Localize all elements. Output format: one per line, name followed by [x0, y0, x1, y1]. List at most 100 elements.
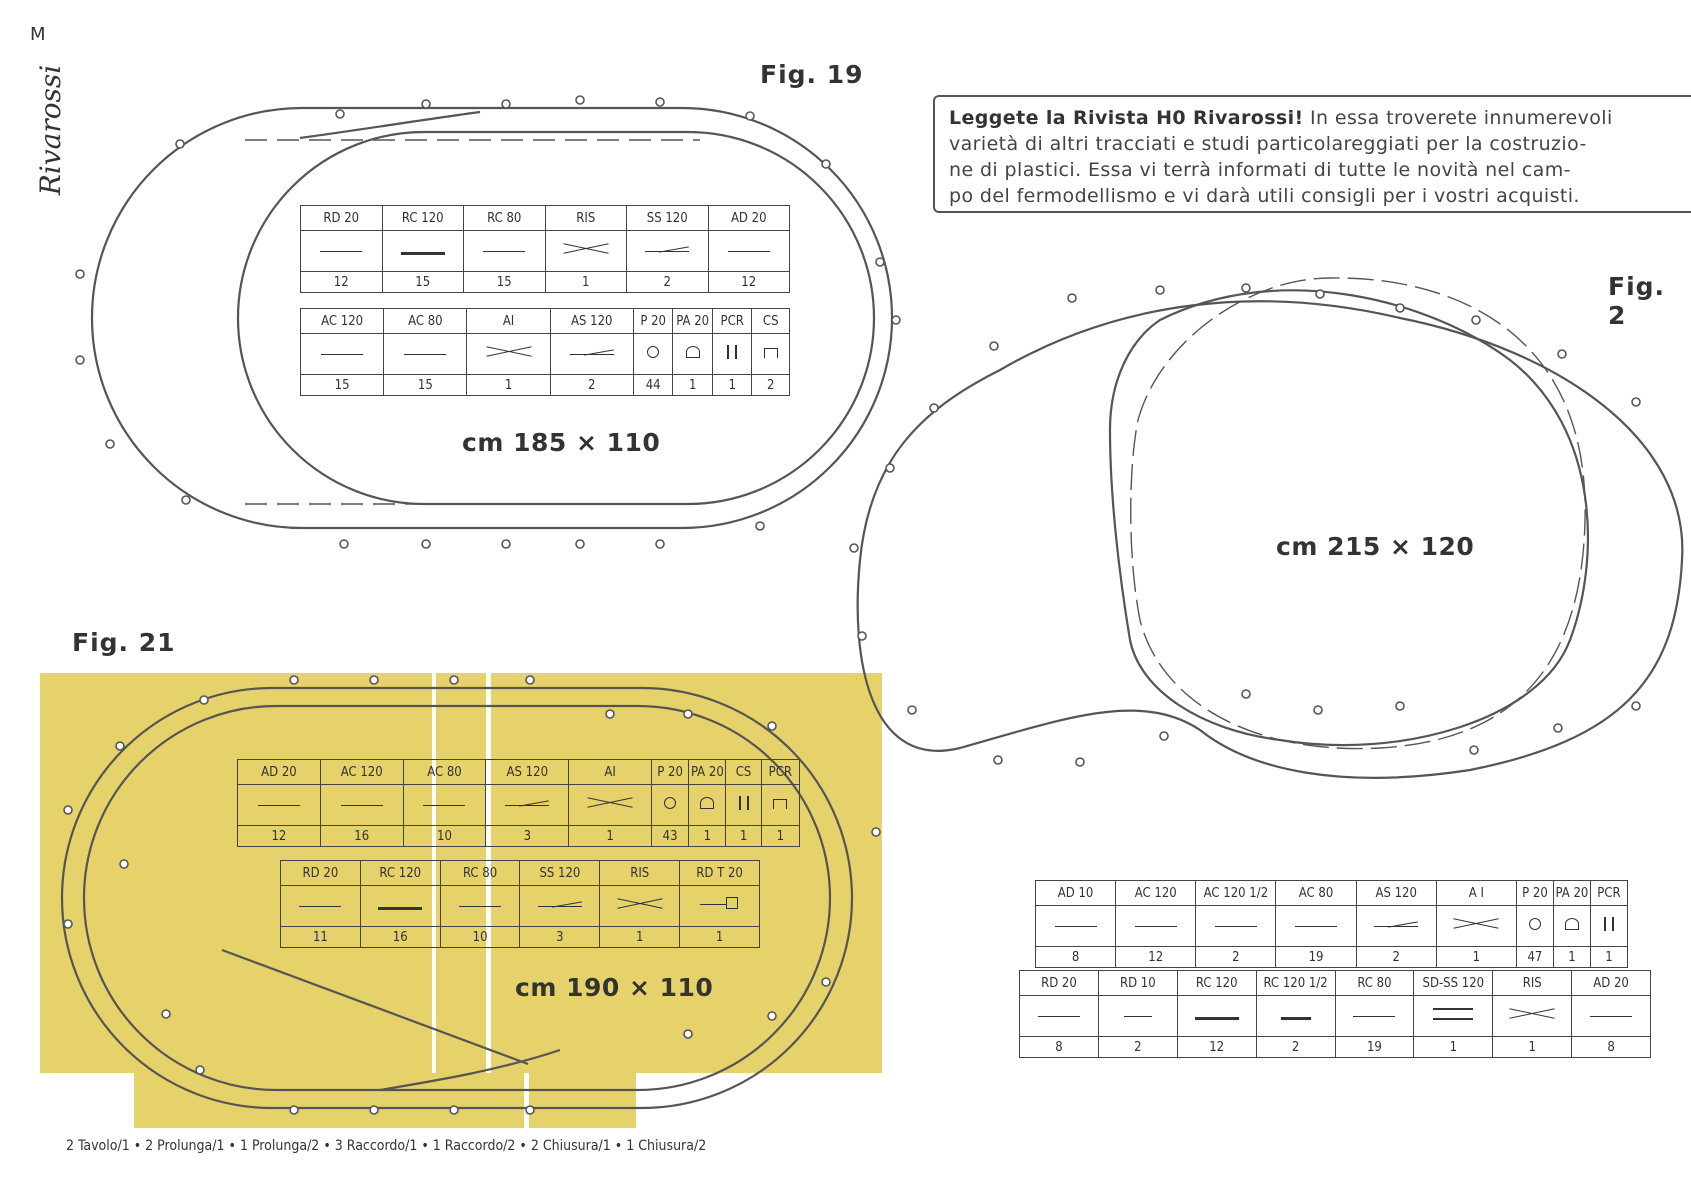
notice-line: po del fermodellismo e vi darà utili con… [949, 185, 1580, 207]
table-header: CS [751, 308, 790, 334]
table-quantity: 44 [632, 374, 674, 396]
table-header: AC 80 [402, 759, 487, 785]
fig20-parts-table-1: AD 10 AC 120 AC 120 1/2 AC 80 AS 120 A I… [1034, 880, 1629, 968]
table-quantity: 12 [300, 271, 383, 293]
table-quantity: 16 [319, 825, 404, 847]
table-header: RIS [599, 860, 681, 886]
track-symbol [599, 885, 681, 927]
track-symbol [626, 230, 709, 272]
fig21-parts-table-1: AD 20 AC 120 AC 80 AS 120 AI P 20 PA 20 … [237, 759, 801, 847]
track-symbol [1176, 995, 1257, 1037]
table-quantity: 1 [1492, 1036, 1573, 1058]
table-quantity: 3 [485, 825, 570, 847]
table-quantity: 8 [1571, 1036, 1651, 1058]
table-quantity: 1 [679, 926, 760, 948]
table-quantity: 10 [439, 926, 521, 948]
fig21-siding [221, 948, 529, 1066]
track-symbol [1097, 995, 1178, 1037]
table-header: CS [725, 759, 762, 785]
track-symbol [1334, 995, 1415, 1037]
table-header: P 20 [632, 308, 674, 334]
table-quantity: 10 [402, 825, 487, 847]
track-symbol [751, 333, 790, 375]
table-quantity: 8 [1034, 946, 1117, 968]
page-letter: M [30, 24, 46, 45]
table-header: RC 80 [463, 205, 546, 231]
table-header: AC 120 1/2 [1195, 880, 1277, 906]
notice-line: varietà di altri tracciati e studi parti… [949, 133, 1587, 155]
track-symbol [1589, 905, 1629, 947]
track-symbol [466, 333, 551, 375]
table-header: PA 20 [1552, 880, 1591, 906]
table-header: RC 120 [381, 205, 464, 231]
notice-line: In essa troverete innumerevoli [1303, 107, 1613, 129]
table-quantity: 19 [1334, 1036, 1415, 1058]
table-header: RD T 20 [679, 860, 760, 886]
fig19-dimension: cm 185 × 110 [462, 428, 661, 457]
table-header: AD 20 [707, 205, 790, 231]
fig20-outer-loop [856, 300, 1684, 779]
table-quantity: 12 [237, 825, 321, 847]
table-quantity: 1 [466, 374, 551, 396]
table-header: P 20 [650, 759, 690, 785]
track-symbol [1492, 995, 1573, 1037]
table-header: PCR [711, 308, 753, 334]
table-header: AS 120 [1355, 880, 1437, 906]
table-quantity: 16 [359, 926, 441, 948]
table-quantity: 11 [280, 926, 361, 948]
track-symbol [1115, 905, 1197, 947]
table-header: AC 120 [319, 759, 404, 785]
table-quantity: 15 [299, 374, 385, 396]
table-quantity: 1 [599, 926, 681, 948]
fig20-dimension: cm 215 × 120 [1276, 532, 1475, 561]
table-header: PCR [1589, 880, 1629, 906]
table-header: AS 120 [485, 759, 570, 785]
track-symbol [1275, 905, 1357, 947]
table-header: RD 20 [280, 860, 361, 886]
track-symbol [463, 230, 546, 272]
table-header: RC 80 [439, 860, 521, 886]
fig21-label: Fig. 21 [72, 628, 176, 657]
notice-title: Leggete la Rivista H0 Rivarossi! [949, 107, 1304, 129]
table-header: A I [1435, 880, 1517, 906]
fig20-inner-loop [1108, 289, 1590, 747]
track-symbol [1195, 905, 1277, 947]
table-header: AC 120 [1115, 880, 1197, 906]
table-quantity: 8 [1019, 1036, 1099, 1058]
fig20-parts-table-2: RD 20 RD 10 RC 120 RC 120 1/2 RC 80 SD-S… [1019, 970, 1651, 1058]
table-header: P 20 [1515, 880, 1554, 906]
table-quantity: 12 [707, 271, 790, 293]
track-symbol [485, 784, 570, 826]
table-header: AC 80 [1275, 880, 1357, 906]
track-symbol [688, 784, 727, 826]
table-header: PA 20 [688, 759, 727, 785]
fig19-parts-table-1: RD 20 RC 120 RC 80 RIS SS 120 AD 20 12 1… [300, 205, 790, 293]
track-symbol [300, 230, 383, 272]
table-header: SD-SS 120 [1413, 970, 1494, 996]
table-header: RD 10 [1097, 970, 1178, 996]
track-symbol [679, 885, 760, 927]
table-header: AI [568, 759, 652, 785]
table-header: AD 10 [1034, 880, 1117, 906]
table-quantity: 1 [1552, 946, 1591, 968]
table-quantity: 43 [650, 825, 690, 847]
track-symbol [549, 333, 634, 375]
track-symbol [381, 230, 464, 272]
table-header: SS 120 [519, 860, 601, 886]
fig21-inner-loop [82, 704, 832, 1092]
track-symbol [632, 333, 674, 375]
table-quantity: 2 [626, 271, 709, 293]
fig19-inner-loop [236, 130, 876, 506]
track-symbol [1355, 905, 1437, 947]
table-quantity: 2 [1097, 1036, 1178, 1058]
table-quantity: 15 [383, 374, 468, 396]
track-symbol [402, 784, 487, 826]
table-quantity: 1 [568, 825, 652, 847]
table-header: RIS [544, 205, 627, 231]
track-symbol [672, 333, 713, 375]
track-symbol [1255, 995, 1336, 1037]
table-header: RD 20 [300, 205, 383, 231]
track-symbol [383, 333, 468, 375]
fig20-inner-oval [1130, 277, 1586, 750]
table-quantity: 12 [1115, 946, 1197, 968]
